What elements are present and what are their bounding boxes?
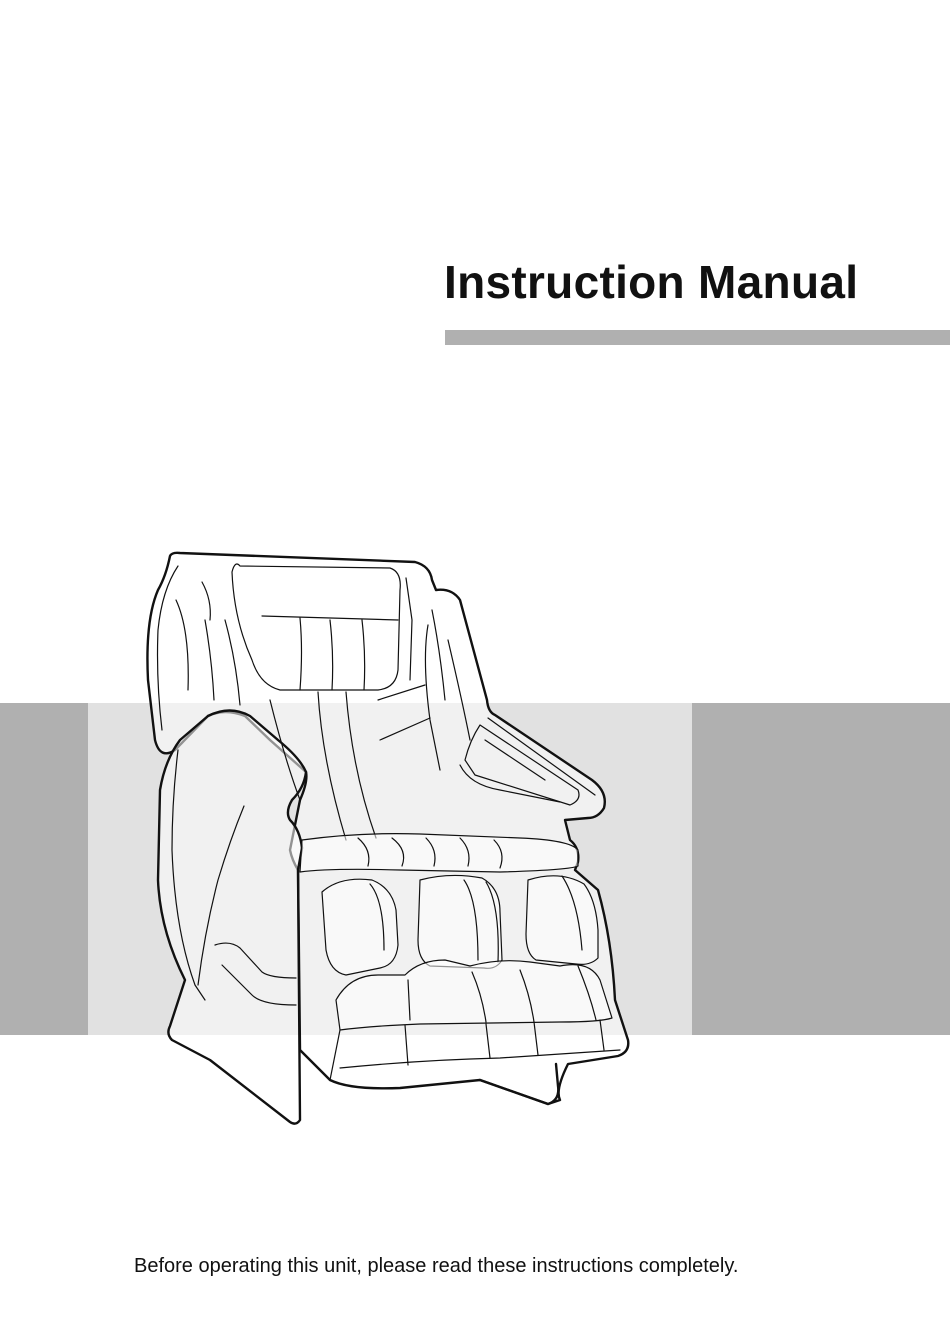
- headrest-pillow: [232, 564, 400, 690]
- notice-text: Before operating this unit, please read …: [134, 1252, 738, 1280]
- calf-pod-right: [526, 876, 598, 965]
- calf-pod-left: [322, 879, 398, 975]
- seat-cushion: [300, 834, 578, 872]
- left-side-panel: [158, 711, 306, 1124]
